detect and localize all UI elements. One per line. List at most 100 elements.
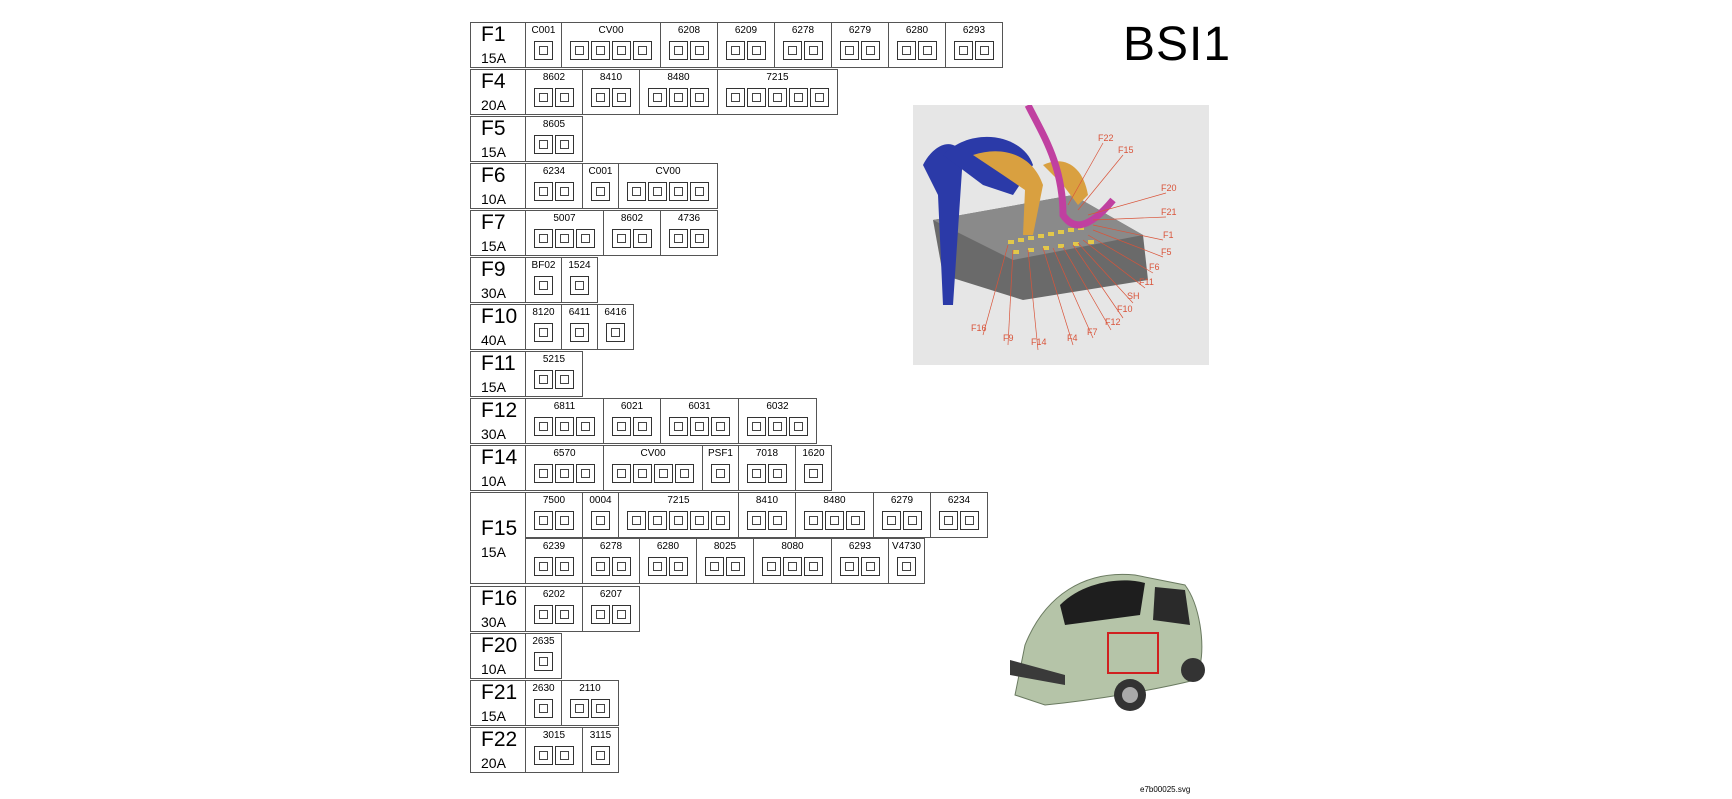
component-symbol-icon (711, 417, 730, 436)
orange-harness (973, 151, 1043, 235)
circuit-code: 5007 (553, 213, 576, 224)
circuit-icons (704, 557, 746, 576)
fuse-amperage: 30A (481, 614, 506, 630)
circuit-cell: 6031 (660, 398, 739, 444)
circuit-code: PSF1 (707, 448, 733, 459)
circuit-code: 6570 (553, 448, 576, 459)
fuse-id: F21 (481, 681, 518, 704)
circuit-cell: 8480 (795, 492, 874, 538)
circuit-code: 8602 (542, 72, 566, 83)
circuit-code: 6293 (848, 541, 872, 552)
component-symbol-icon (654, 464, 673, 483)
fuse-id: F11 (481, 352, 516, 375)
circuit-cell: 6811 (525, 398, 604, 444)
circuit-code: CV00 (640, 448, 666, 459)
component-symbol-icon (669, 229, 688, 248)
circuit-code: 8120 (532, 307, 555, 318)
component-symbol-icon (903, 511, 922, 530)
fuse-amperage: 40A (481, 332, 506, 348)
circuit-code: 8410 (599, 72, 623, 83)
component-symbol-icon (960, 511, 979, 530)
component-symbol-icon (570, 276, 589, 295)
circuit-cell: 2635 (525, 633, 562, 679)
circuit-cell: 6280 (639, 538, 697, 584)
circuit-code: 2635 (532, 636, 555, 647)
circuit-code: C001 (588, 166, 613, 177)
circuit-code: 6811 (553, 401, 576, 412)
component-symbol-icon (633, 417, 652, 436)
circuit-icons (533, 605, 575, 624)
circuit-cell: 8080 (753, 538, 832, 584)
car-illustration (1005, 565, 1210, 725)
circuit-icons (839, 557, 881, 576)
circuit-code: 7215 (667, 495, 690, 506)
component-symbol-icon (747, 88, 766, 107)
component-symbol-icon (534, 276, 553, 295)
circuit-cell: 6021 (603, 398, 661, 444)
file-name: e7b00025.svg (1140, 785, 1191, 794)
component-symbol-icon (534, 652, 553, 671)
component-symbol-icon (840, 41, 859, 60)
circuit-cell: V4730 (888, 538, 925, 584)
circuit-cell: 6278 (582, 538, 640, 584)
circuit-icons (938, 511, 980, 530)
circuit-cell: 8602 (603, 210, 661, 256)
component-symbol-icon (534, 605, 553, 624)
circuit-code: 6280 (905, 25, 929, 36)
blue-harness-top (943, 136, 1033, 195)
component-symbol-icon (576, 417, 595, 436)
circuit-cell: 6032 (738, 398, 817, 444)
circuit-code: 8602 (620, 213, 644, 224)
component-symbol-icon (612, 557, 631, 576)
component-symbol-icon (534, 417, 553, 436)
fuse-callout-label: F9 (1003, 333, 1014, 343)
circuit-code: 6202 (542, 589, 566, 600)
component-symbol-icon (534, 511, 553, 530)
component-symbol-icon (762, 557, 781, 576)
circuit-icons (782, 41, 824, 60)
fuse-callout-label: F20 (1161, 183, 1177, 193)
circuit-line: 8605 (525, 116, 583, 162)
circuit-icons (533, 41, 554, 60)
fuse-callout-label: F6 (1149, 262, 1160, 272)
component-symbol-icon (669, 511, 688, 530)
component-symbol-icon (675, 464, 694, 483)
circuit-code: 6280 (656, 541, 680, 552)
circuit-cell: 6234 (525, 163, 583, 209)
fuse-amperage: 30A (481, 426, 506, 442)
circuit-icons (668, 41, 710, 60)
component-symbol-icon (846, 511, 865, 530)
component-symbol-icon (612, 229, 631, 248)
fuse-amperage: 15A (481, 238, 506, 254)
fuse-id: F12 (481, 399, 518, 422)
fuse-amperage: 15A (481, 144, 506, 160)
component-symbol-icon (768, 417, 787, 436)
fuse-callout-label: F4 (1067, 333, 1078, 343)
circuit-cell: 3015 (525, 727, 583, 773)
fuse-callout-label: F11 (1139, 277, 1154, 287)
circuit-cell: 8025 (696, 538, 754, 584)
circuit-icons (533, 182, 575, 201)
component-symbol-icon (591, 699, 610, 718)
fuse-callout-label: F16 (971, 323, 987, 333)
circuit-cell: 8602 (525, 69, 583, 115)
component-symbol-icon (669, 41, 688, 60)
fuse-id: F16 (481, 587, 518, 610)
component-symbol-icon (612, 41, 631, 60)
circuit-code: 7500 (542, 495, 566, 506)
fuse-slots (1008, 226, 1094, 254)
circuit-code: 6279 (890, 495, 914, 506)
